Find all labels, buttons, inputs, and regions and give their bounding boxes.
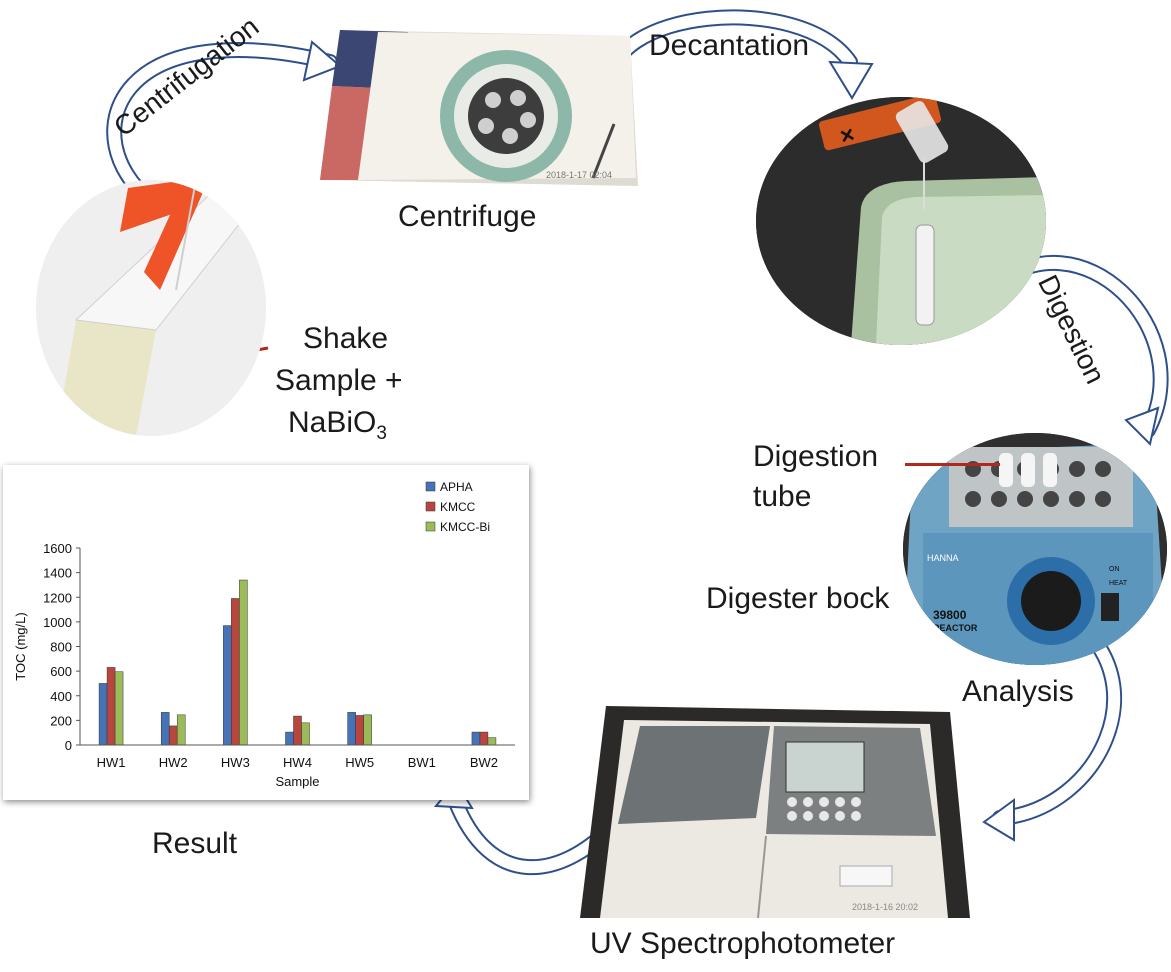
x-tick-label: HW3: [221, 755, 250, 770]
digester-block-photo: HANNA 39800 REACTOR ON HEAT: [903, 433, 1167, 665]
legend-label-kmcc-bi: KMCC-Bi: [440, 520, 490, 534]
legend-swatch-apha: [425, 481, 436, 492]
digester-block-label: Digester bock: [706, 582, 890, 615]
toc-bar-chart: APHA KMCC KMCC-Bi 0 200 400 600 800 1000 1200 140…: [13, 480, 515, 789]
digestion-tube-label-line2: tube: [753, 480, 812, 513]
bar-kmcc-bi-hw5: [363, 714, 372, 746]
reactor-brand: HANNA: [927, 553, 959, 563]
x-axis-label: Sample: [275, 774, 319, 789]
bar-kmcc-bi-hw4: [301, 722, 310, 746]
uv-spectrophotometer-label: UV Spectrophotometer: [590, 927, 896, 960]
reactor-on: ON: [1109, 566, 1120, 573]
decantation-photo: ×: [756, 97, 1046, 345]
centrifuge-photo: 2018-1-17 02:04: [318, 28, 640, 188]
bar-kmcc-hw4: [293, 715, 302, 746]
x-axis: HW1 HW2 HW3 HW4 HW5 BW1 BW2: [80, 744, 515, 770]
bar-kmcc-hw1: [106, 667, 116, 746]
y-axis-label: TOC (mg/L): [13, 612, 28, 680]
legend-label-apha: APHA: [440, 480, 473, 494]
bar-kmcc-bw2: [479, 731, 489, 746]
result-chart-panel: APHA KMCC KMCC-Bi 0 200 400 600 800 1000 1200 140…: [3, 465, 529, 800]
decantation-label: Decantation: [649, 29, 810, 62]
y-tick-label: 1400: [43, 566, 72, 581]
spectro-timestamp: 2018-1-16 20:02: [852, 902, 918, 912]
y-tick-label: 800: [50, 640, 72, 655]
bar-apha-hw5: [347, 712, 356, 746]
digestion-tube-label-line1: Digestion: [753, 440, 879, 473]
x-tick-label: BW1: [408, 755, 436, 770]
chart-legend: APHA KMCC KMCC-Bi: [425, 480, 490, 534]
y-tick-label: 0: [65, 738, 72, 753]
x-tick-label: BW2: [470, 755, 498, 770]
shake-label-line2: Sample +: [275, 364, 403, 397]
shake-label-line3: NaBiO3: [288, 406, 387, 445]
y-tick-label: 200: [50, 713, 72, 728]
y-tick-label: 400: [50, 689, 72, 704]
bar-kmcc-hw5: [355, 715, 364, 746]
reactor-word: REACTOR: [933, 623, 978, 633]
reactor-heat: HEAT: [1109, 580, 1128, 587]
y-tick-label: 1600: [43, 541, 72, 556]
x-tick-label: HW4: [283, 755, 312, 770]
svg-text:×: ×: [837, 121, 857, 151]
bar-apha-hw2: [160, 712, 170, 746]
x-tick-label: HW2: [159, 755, 188, 770]
spectrophotometer-photo: 2018-1-16 20:02: [580, 706, 970, 918]
shake-label-line1: Shake: [303, 322, 389, 355]
y-axis: 0 200 400 600 800 1000 1200 1400 1600: [43, 541, 81, 753]
bar-apha-hw1: [98, 683, 108, 746]
analysis-label: Analysis: [962, 675, 1074, 708]
reagent-formula: NaBiO: [288, 406, 377, 439]
bar-kmcc-bi-hw2: [176, 714, 186, 746]
reagent-subscript: 3: [376, 423, 387, 444]
bar-apha-bw2: [471, 731, 481, 746]
centrifuge-label: Centrifuge: [398, 200, 537, 233]
centrifugation-arrow: [106, 40, 342, 208]
y-tick-label: 1000: [43, 615, 72, 630]
bar-kmcc-bi-hw1: [114, 671, 124, 746]
legend-swatch-kmcc-bi: [425, 521, 436, 532]
centrifuge-timestamp: 2018-1-17 02:04: [546, 170, 612, 180]
bar-kmcc-hw3: [231, 598, 240, 746]
sample-tube-photo: [36, 180, 266, 436]
legend-swatch-kmcc: [425, 501, 436, 512]
y-tick-label: 600: [50, 664, 72, 679]
legend-label-kmcc: KMCC: [440, 500, 476, 514]
bar-kmcc-bi-hw3: [239, 579, 248, 746]
digestion-tube-pointer: [905, 463, 1000, 466]
bar-apha-hw3: [223, 625, 232, 746]
bar-kmcc-hw2: [168, 725, 178, 746]
reactor-model: 39800: [933, 608, 967, 622]
result-label: Result: [152, 827, 238, 860]
x-tick-label: HW5: [345, 755, 374, 770]
y-tick-label: 1200: [43, 590, 72, 605]
bar-apha-hw4: [285, 731, 294, 746]
bar-kmcc-bi-bw2: [487, 737, 497, 746]
x-tick-label: HW1: [97, 755, 126, 770]
bar-series: [98, 579, 497, 746]
